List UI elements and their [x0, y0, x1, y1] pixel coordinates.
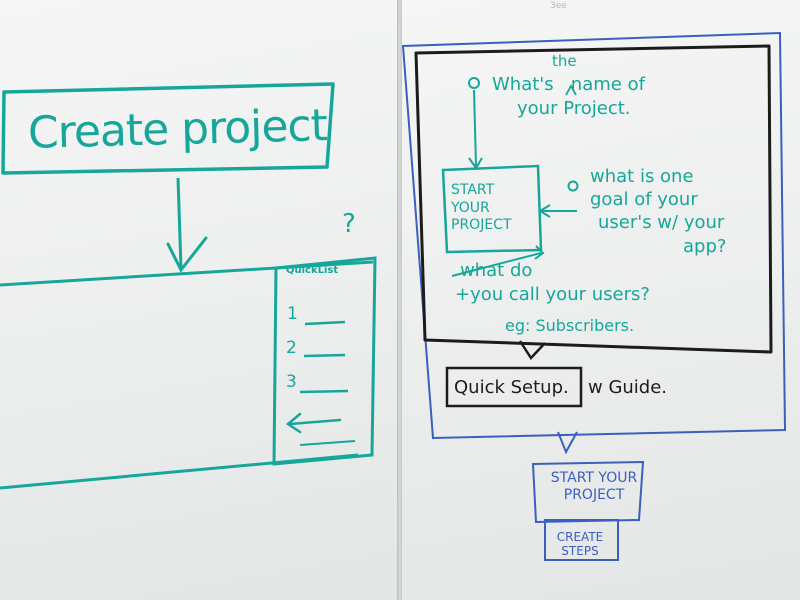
quick-setup-label: Quick Setup. — [454, 377, 569, 398]
corner-mark: 3ee — [550, 1, 567, 11]
question-2-line-3: user's w/ your — [598, 212, 725, 233]
step-number-1: 1 — [287, 304, 298, 324]
start-your-project-label: START YOUR PROJECT — [550, 470, 638, 503]
create-project-title: Create project — [27, 100, 328, 159]
step-number-3: 3 — [286, 372, 297, 392]
board-seam — [397, 0, 402, 600]
with-guide-label: w Guide. — [588, 377, 668, 398]
create-steps-label: CREATE STEPS — [556, 530, 604, 558]
inner-start-box-label: START YOUR PROJECT — [451, 182, 512, 233]
question-mark: ? — [342, 209, 356, 239]
question-2-line-4: app? — [683, 236, 727, 257]
quicklist-heading: QuickList — [286, 265, 339, 276]
bullet-2 — [567, 180, 579, 192]
quick-setup-box — [445, 366, 583, 408]
step-2-line — [303, 353, 346, 358]
screen-pointer — [518, 340, 546, 361]
back-arrow — [285, 412, 342, 434]
example-text: eg: Subscribers. — [505, 316, 635, 335]
screen-frame — [414, 44, 773, 354]
arrow-down-head — [166, 236, 208, 273]
question-2-line-2: goal of your — [590, 189, 698, 210]
users-arrow — [451, 245, 545, 277]
insert-caret — [565, 84, 577, 96]
goal-arrow — [538, 204, 577, 218]
create-steps-box — [544, 519, 619, 561]
question-1-insert: the — [552, 52, 577, 70]
question-3-line-1: what do — [460, 260, 533, 281]
arrow-down-shaft — [176, 177, 183, 269]
step-1-line — [304, 320, 346, 326]
bullet-1 — [468, 77, 480, 89]
whiteboard-right — [402, 0, 800, 600]
create-project-box — [1, 82, 335, 175]
question-3-line-2: +you call your users? — [455, 284, 650, 305]
step-number-2: 2 — [286, 338, 297, 358]
start-box — [531, 460, 645, 524]
outer-pointer — [557, 431, 578, 455]
quicklist-panel — [272, 256, 377, 466]
panel-bottom-lines — [299, 440, 356, 446]
question-1-line-2: your Project. — [517, 98, 631, 119]
question-1-line-1: What's name of — [492, 74, 645, 95]
step-3-line — [299, 389, 349, 394]
question-2-line-1: what is one — [590, 166, 694, 187]
flow-arrow-down — [468, 89, 483, 170]
